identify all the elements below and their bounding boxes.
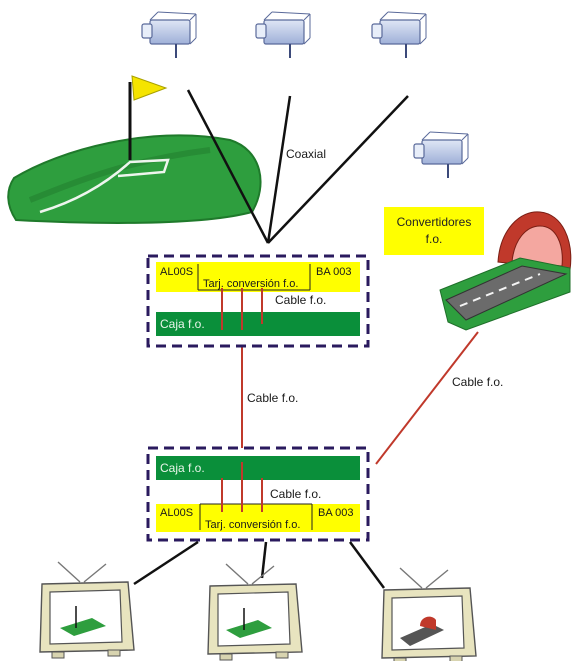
- tunnel-road-icon: [439, 211, 572, 331]
- tunnel-fiber-link: [375, 331, 479, 465]
- monitor-links: [133, 540, 386, 589]
- camera-icon: [371, 11, 427, 59]
- upper-card-label: Tarj. conversión f.o.: [203, 278, 298, 290]
- upper-fiber-unit: AL00S Tarj. conversión f.o. BA 003 Caja …: [146, 254, 370, 348]
- link-label: Cable f.o.: [247, 391, 298, 405]
- converters-line1: Convertidores: [396, 215, 472, 229]
- lower-box-label: Caja f.o.: [160, 461, 205, 475]
- coaxial-lines: [186, 89, 409, 244]
- upper-right-tag: BA 003: [316, 266, 351, 278]
- lower-left-tag: AL00S: [160, 507, 193, 519]
- camera-icon: [255, 11, 311, 59]
- lower-fiber-unit: Caja f.o. AL00S Tarj. conversión f.o. BA…: [146, 446, 370, 542]
- converters-label-box: Convertidores f.o.: [384, 207, 484, 255]
- tv-monitor-icon: [207, 563, 303, 661]
- upper-box-label: Caja f.o.: [160, 317, 205, 331]
- lower-right-tag: BA 003: [318, 507, 353, 519]
- camera-icon: [413, 131, 469, 179]
- lower-card-label: Tarj. conversión f.o.: [205, 519, 300, 531]
- camera-icon: [141, 11, 197, 59]
- converters-line2: f.o.: [425, 232, 443, 246]
- lower-cable-label: Cable f.o.: [270, 487, 321, 501]
- tunnel-link-label: Cable f.o.: [452, 375, 503, 389]
- tv-monitor-icon: [39, 561, 135, 659]
- coaxial-label: Coaxial: [286, 147, 326, 161]
- upper-cable-label: Cable f.o.: [275, 293, 326, 307]
- tv-monitor-icon: [381, 567, 477, 661]
- golf-course-icon: [7, 75, 262, 224]
- upper-left-tag: AL00S: [160, 266, 193, 278]
